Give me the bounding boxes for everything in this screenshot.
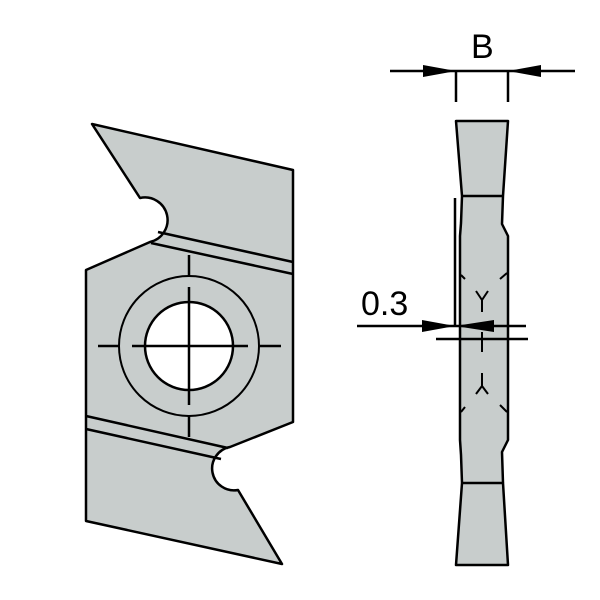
- arrow-right-icon: [423, 65, 456, 77]
- insert-front-view: [84, 122, 295, 566]
- dimension-b-label: B: [471, 28, 494, 66]
- dimension-clearance: [357, 198, 528, 341]
- dimension-clearance-label: 0.3: [361, 285, 408, 323]
- dimension-b: [390, 65, 575, 102]
- lower-band-line-1: [85, 414, 229, 450]
- arrow-right-icon: [422, 320, 455, 332]
- lower-band-line-2: [85, 427, 222, 461]
- arrow-left-icon: [455, 320, 494, 332]
- arrow-left-icon: [508, 65, 541, 77]
- upper-band-line-1: [157, 230, 294, 264]
- centerline-cross: [98, 255, 281, 437]
- hidden-counterbore-marks: [460, 272, 508, 413]
- insert-side-view: [454, 119, 510, 567]
- upper-band-line-2: [150, 241, 294, 276]
